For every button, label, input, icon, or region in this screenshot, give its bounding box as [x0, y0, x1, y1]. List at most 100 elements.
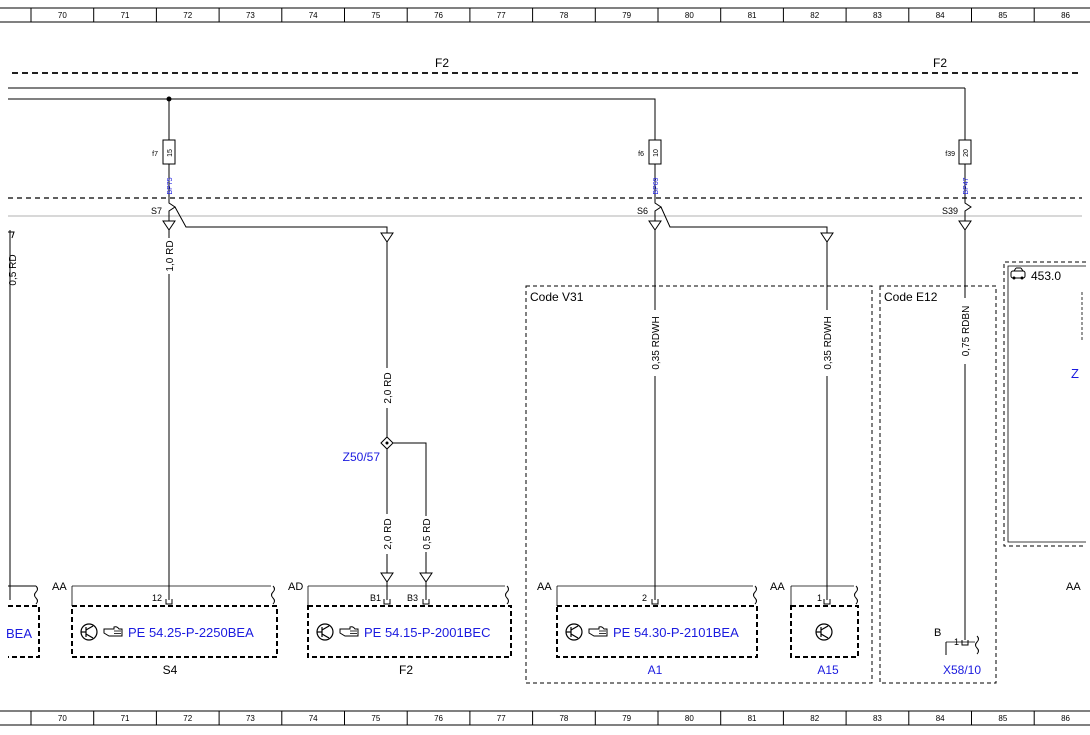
transistor-icon: [815, 623, 833, 641]
vehicle-label: 453.0: [1031, 269, 1061, 283]
ruler-column-number: 76: [434, 11, 443, 20]
module-pe-link[interactable]: PE 54.15-P-2001BEC: [364, 625, 490, 640]
f2-bus: F2 F2: [12, 56, 1082, 74]
ruler-column-number: 78: [559, 11, 568, 20]
ruler-column-number: 76: [434, 714, 443, 723]
ruler-column-number: 72: [183, 714, 192, 723]
ruler-column-number: 80: [685, 11, 694, 20]
transistor-icon: [565, 623, 583, 641]
wire-x58[interactable]: 0,75 RDBN: [959, 230, 972, 640]
connector-label: AA: [52, 581, 67, 593]
ruler-column-number: 80: [685, 714, 694, 723]
connector-label: AA: [770, 581, 785, 593]
module-f2[interactable]: AD B1 B3 PE 54.15-P-2001BEC F2: [288, 581, 512, 677]
ruler-column-number: 86: [1061, 11, 1070, 20]
pin-label: B1: [370, 593, 381, 603]
car-icon: [1010, 267, 1026, 280]
module-a15[interactable]: AA 1 A15: [770, 581, 859, 677]
fuse-bp: BP75: [167, 177, 174, 194]
ruler-column-number: 83: [873, 11, 882, 20]
fuse-name: f7: [152, 151, 158, 158]
connector-label: AD: [288, 581, 303, 593]
module-s4[interactable]: AA 12 PE 54.25-P-2250BEA S4: [52, 581, 278, 677]
pin-label: 2: [642, 593, 647, 603]
wire-a15[interactable]: 0,35 RDWH: [660, 206, 834, 600]
fuse-f6[interactable]: f6 10 BP69: [638, 139, 662, 198]
ruler-column-number: 74: [309, 11, 318, 20]
ruler-column-number: 83: [873, 714, 882, 723]
ruler-column-number: 79: [622, 11, 631, 20]
ruler-column-number: 84: [936, 714, 945, 723]
wire-label: 0,35 RDWH: [651, 316, 662, 369]
vehicle-partial-label: Z: [1071, 366, 1079, 381]
fuse-f7[interactable]: f7 15 BP75: [152, 139, 176, 198]
ruler-column-number: 81: [748, 714, 757, 723]
fuse-name: f39: [945, 151, 955, 158]
module-name: F2: [399, 663, 413, 677]
ruler-column-number: 78: [559, 714, 568, 723]
pin-label: 1: [954, 637, 959, 647]
fuse-rating: 20: [963, 149, 970, 157]
wire-label: 0,5 RD: [422, 518, 433, 549]
wire-left-edge[interactable]: 0,5 RD: [8, 230, 19, 600]
connector-right-partial: AA: [1066, 581, 1081, 593]
wire-s4[interactable]: 1,0 RD: [163, 230, 176, 600]
fuse-f39[interactable]: f39 20 BP47: [945, 139, 972, 198]
ruler-column-number: 77: [497, 11, 506, 20]
ruler-column-number: 73: [246, 714, 255, 723]
module-name[interactable]: A1: [648, 663, 663, 677]
wire-f2-branch[interactable]: 0,5 RD: [419, 516, 433, 600]
fuse-name: f6: [638, 151, 644, 158]
fuse-rating: 15: [167, 149, 174, 157]
module-name[interactable]: A15: [817, 663, 839, 677]
module-name[interactable]: X58/10: [943, 663, 981, 677]
ruler-column-number: 71: [121, 11, 130, 20]
wire-label: 0,75 RDBN: [961, 306, 972, 357]
wire-label: 2,0 RD: [383, 518, 394, 549]
bus-label-left: F2: [435, 56, 449, 70]
ruler-column-number: 82: [810, 714, 819, 723]
wire-label: 1,0 RD: [165, 240, 176, 271]
module-name: S4: [163, 663, 178, 677]
connector-label: AA: [537, 581, 552, 593]
module-left-partial[interactable]: BEA: [6, 585, 40, 658]
splice-name: S7: [151, 206, 162, 216]
ruler-column-number: 85: [998, 11, 1007, 20]
ruler-column-number: 79: [622, 714, 631, 723]
hand-pointer-icon: [339, 626, 359, 637]
ruler-column-number: 71: [121, 714, 130, 723]
splice-s7[interactable]: S7: [151, 198, 176, 231]
wire-f2-lower[interactable]: 2,0 RD: [380, 449, 394, 600]
power-bus: [8, 87, 966, 140]
ruler-column-number: 70: [58, 714, 67, 723]
ruler-column-number: 84: [936, 11, 945, 20]
ruler-column-number: 85: [998, 714, 1007, 723]
transistor-icon: [80, 623, 98, 641]
module-a1[interactable]: AA 2 PE 54.30-P-2101BEA A1: [537, 581, 758, 677]
junction-label: Z50/57: [343, 450, 381, 464]
bus-label-right: F2: [933, 56, 947, 70]
module-pe-link[interactable]: PE 54.30-P-2101BEA: [613, 625, 739, 640]
hand-pointer-icon: [103, 626, 123, 637]
module-pe-link[interactable]: PE 54.25-P-2250BEA: [128, 625, 254, 640]
ruler-column-number: 81: [748, 11, 757, 20]
splice-name: S6: [637, 206, 648, 216]
wire-f2-upper[interactable]: 2,0 RD: [174, 206, 394, 437]
module-x58-10[interactable]: B 1 X58/10: [934, 627, 981, 677]
connector-label: B: [934, 627, 941, 639]
code-e12-label: Code E12: [884, 290, 938, 304]
module-pe-link[interactable]: BEA: [6, 626, 32, 641]
ruler-column-number: 82: [810, 11, 819, 20]
ruler-column-number: 75: [371, 714, 380, 723]
wire-label: 2,0 RD: [383, 372, 394, 403]
pin-label: 1: [817, 593, 822, 603]
wire-a1[interactable]: 0,35 RDWH: [649, 230, 662, 600]
fuse-rating: 10: [653, 149, 660, 157]
splice-s6[interactable]: S6: [637, 198, 662, 231]
fuse-bp: BP69: [653, 177, 660, 194]
ruler-column-number: 73: [246, 11, 255, 20]
hand-pointer-icon: [588, 626, 608, 637]
vehicle-453-region: 453.0 Z: [1003, 261, 1086, 547]
splice-s39[interactable]: S39: [942, 198, 972, 231]
